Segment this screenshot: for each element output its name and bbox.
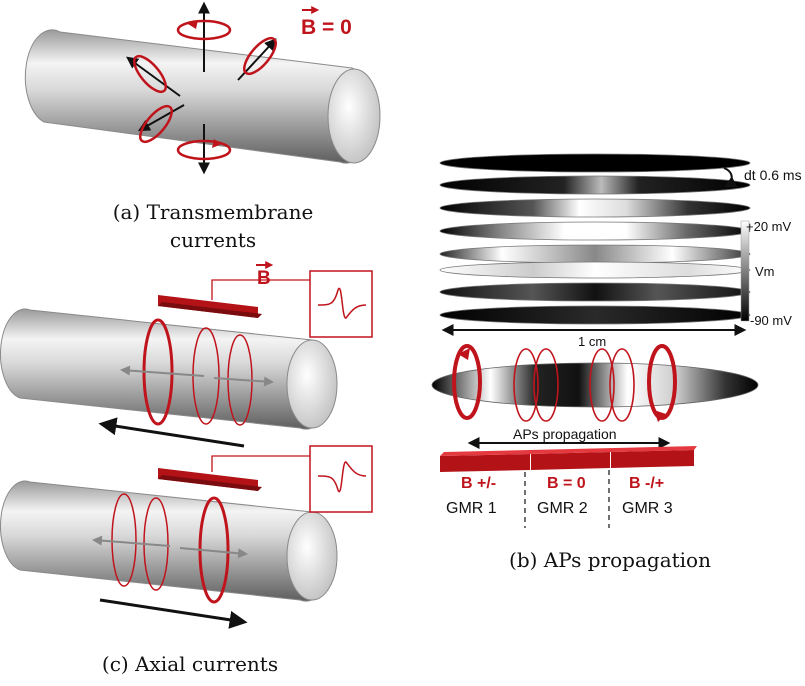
panel-b-diagram: dt 0.6 ms +20 mV Vm -90 mV 1 cm APs prop… [431, 153, 802, 528]
caption-a-line2: currents [169, 228, 257, 252]
panel-c-top-diagram: B [0, 261, 373, 448]
gmr-sensors [440, 446, 697, 472]
scale-mid: Vm [755, 264, 775, 279]
sensor-1-name: GMR 1 [446, 500, 497, 517]
axon-cylinder-a [24, 29, 375, 164]
vm-time-frames [439, 153, 751, 325]
sensor-2-name: GMR 2 [537, 500, 588, 517]
propagation-label: APs propagation [513, 426, 617, 442]
scale-min: -90 mV [750, 313, 792, 328]
sensor-2-field: B = 0 [547, 475, 586, 492]
axon-cylinder-c2 [0, 480, 334, 602]
axon-end-cap-c2 [286, 511, 338, 601]
sensor-3-field: B -/+ [629, 475, 664, 492]
signal-plot-c2 [309, 445, 373, 513]
caption-a-line1: (a) Transmembrane [112, 200, 314, 224]
sensor-1-field: B +/- [461, 475, 496, 492]
propagation-arrow-c1 [98, 417, 245, 448]
sensor-3-name: GMR 3 [622, 500, 673, 517]
axon-end-cap-a [327, 68, 381, 164]
panel-c-bottom-diagram [0, 445, 373, 629]
propagation-arrow-c2 [99, 598, 248, 629]
panel-a-diagram: B = 0 [24, 1, 381, 175]
vector-letter-c1: B [257, 268, 271, 289]
magnetic-field-loops-a [133, 19, 277, 161]
length-label: 1 cm [578, 334, 606, 349]
scale-max: +20 mV [746, 219, 791, 234]
caption-c: (c) Axial currents [101, 652, 279, 676]
vm-scale-bar [740, 220, 750, 322]
caption-b: (b) APs propagation [509, 548, 711, 572]
field-label-a: B = 0 [301, 16, 352, 39]
signal-plot-c1 [309, 270, 373, 338]
dt-label: dt 0.6 ms [744, 167, 802, 183]
axon-end-cap-c1 [286, 339, 338, 429]
